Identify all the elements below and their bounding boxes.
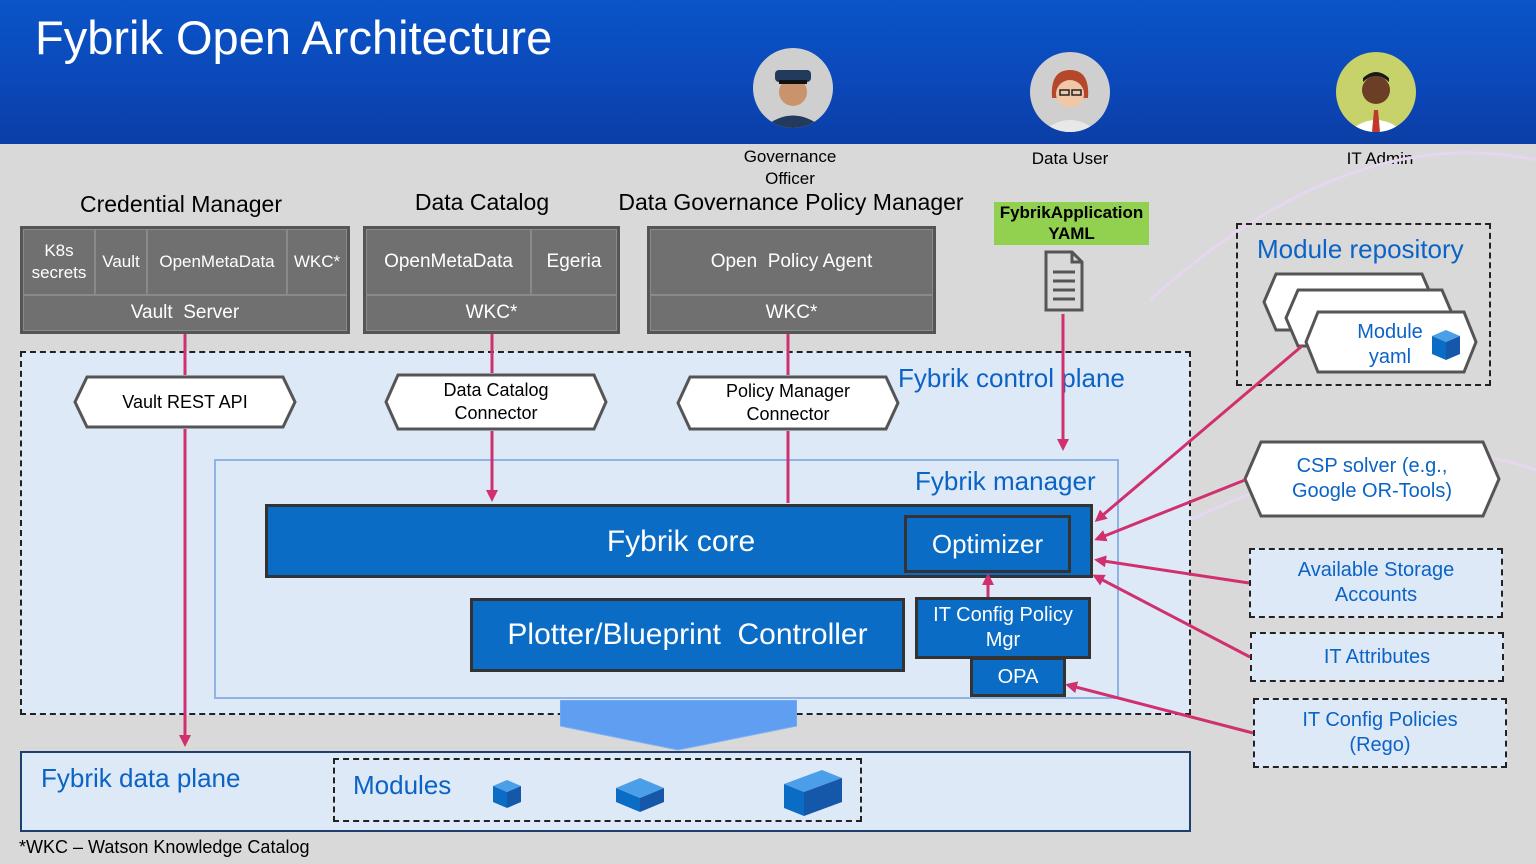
it-admin-label: IT Admin [1346,149,1414,168]
document-icon [1044,250,1084,317]
control-plane-label: Fybrik control plane [898,363,1125,393]
small-module-block-icon [491,776,523,815]
policy-wkc-cell: WKC* [650,295,933,331]
data-user-avatar [1030,52,1110,132]
it-attributes: IT Attributes [1250,632,1504,682]
module-repository-region [1236,223,1491,386]
data-plane-label: Fybrik data plane [41,763,241,793]
wkc-cell: WKC* [287,229,347,295]
policy-manager-title: Data Governance Policy Manager [618,189,964,215]
opa-box: OPA [970,657,1066,697]
fybrik-application-yaml-label: FybrikApplication YAML [994,202,1149,245]
large-module-block-icon [782,766,844,823]
governance-officer-avatar [753,48,833,128]
vault-rest-api-label: Vault REST API [122,391,248,412]
policy-manager-connector-label: Policy Manager Connector [725,381,851,424]
footnote: *WKC – Watson Knowledge Catalog [19,837,310,857]
control-to-data-arrow [559,699,798,757]
it-admin-avatar [1336,52,1416,132]
fybrik-manager-label: Fybrik manager [915,466,1096,496]
vault-rest-api-connector: Vault REST API [73,375,297,429]
data-plane-region [20,751,1191,832]
policy-manager-box: Open Policy Agent WKC* [647,226,936,334]
medium-module-block-icon [614,774,666,819]
credential-manager-box: K8s secrets Vault OpenMetaData WKC* Vaul… [20,226,350,334]
modules-label: Modules [353,770,452,800]
module-repository-title: Module repository [1257,234,1464,264]
module-yaml-stack: Module yaml [1262,272,1482,380]
page-title: Fybrik Open Architecture [35,11,553,64]
k8s-secrets-cell: K8s secrets [23,229,95,295]
governance-officer-label: Governance Officer [743,147,837,188]
optimizer-box: Optimizer [904,515,1071,573]
fybrik-core-label: Fybrik core [606,525,756,558]
data-user-label: Data User [1031,149,1109,168]
credential-manager-title: Credential Manager [79,191,282,217]
openmetadata-cell: OpenMetaData [147,229,287,295]
plotter-blueprint-controller: Plotter/Blueprint Controller [470,598,905,672]
data-catalog-title: Data Catalog [414,189,550,215]
module-yaml-label: Module yaml [1357,321,1423,368]
csp-solver-box: CSP solver (e.g., Google OR-Tools) [1243,440,1501,518]
catalog-wkc-cell: WKC* [366,295,617,331]
data-catalog-box: OpenMetaData Egeria WKC* [363,226,620,334]
vault-server-cell: Vault Server [23,295,347,331]
available-storage-accounts: Available Storage Accounts [1249,548,1503,618]
fybrik-manager-region [214,459,1119,699]
modules-region [333,758,862,822]
open-policy-agent-cell: Open Policy Agent [650,229,933,295]
policy-manager-connector: Policy Manager Connector [676,375,900,431]
egeria-cell: Egeria [531,229,617,295]
vault-cell: Vault [95,229,147,295]
it-config-policies: IT Config Policies (Rego) [1253,698,1507,768]
data-catalog-connector-label: Data Catalog Connector [443,380,549,423]
openmetadata-catalog-cell: OpenMetaData [366,229,531,295]
data-catalog-connector: Data Catalog Connector [384,373,608,431]
csp-solver-label: CSP solver (e.g., Google OR-Tools) [1291,455,1453,502]
